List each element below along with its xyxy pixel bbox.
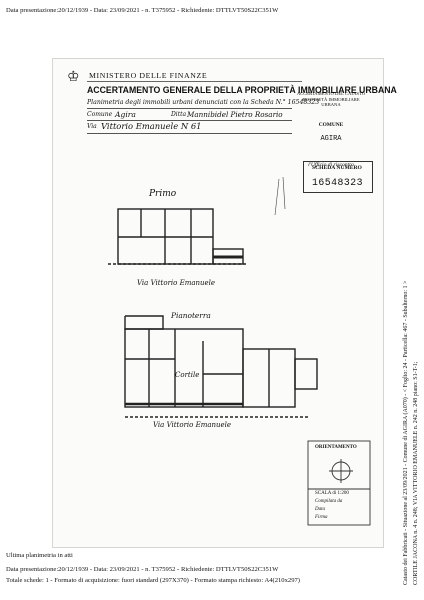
label-cortile: Cortile bbox=[175, 371, 200, 379]
right-side-caption: Catasto dei Fabbricati - Situazione al 2… bbox=[401, 145, 421, 585]
label-via-upper: Via Vittorio Emanuele bbox=[137, 279, 216, 287]
office-comune-value: AGIRA bbox=[320, 134, 342, 143]
ditta-value: Mannibidel Pietro Rosario bbox=[187, 110, 283, 119]
last-plan-label: Ultima planimetria in atti bbox=[6, 552, 73, 559]
rule-2 bbox=[87, 120, 292, 121]
sheet-title: ACCERTAMENTO GENERALE DELLA PROPRIETÀ IM… bbox=[87, 84, 397, 95]
ministry-title: MINISTERO DELLE FINANZE bbox=[89, 71, 208, 80]
floor-plan-drawing bbox=[108, 176, 371, 526]
stamp-title: SCHEDA NUMERO bbox=[312, 165, 362, 171]
emblem-icon: ♔ bbox=[67, 70, 80, 85]
footer-line-1: Data presentazione:20/12/1939 - Data: 23… bbox=[6, 566, 279, 573]
orientamento-label: ORIENTAMENTO bbox=[315, 445, 357, 450]
scala-label: SCALA di 1:200 bbox=[315, 491, 349, 496]
title-divider bbox=[87, 81, 302, 82]
riscontro-label: l'Ufficio di riscontro bbox=[308, 161, 354, 168]
scheda-stamp: SCHEDA NUMERO 16548323 bbox=[303, 161, 373, 193]
firma-label: Firma bbox=[315, 515, 328, 520]
right-caption-line-2: CORTILE JACONA n. 4 n. 248; VIA VITTORIO… bbox=[413, 361, 419, 585]
rule-1 bbox=[87, 108, 292, 109]
data-label: Data bbox=[315, 507, 325, 512]
ground-plan-outline bbox=[124, 328, 244, 408]
stamp-number: 16548323 bbox=[312, 177, 364, 188]
label-pianoterra: Pianoterra bbox=[171, 311, 211, 320]
planimetria-sheet: ♔ MINISTERO DELLE FINANZE ACCERTAMENTO G… bbox=[52, 58, 397, 548]
label-via-lower: Via Vittorio Emanuele bbox=[153, 421, 232, 429]
planimetria-label: Planimetria degli immobili urbani denunc… bbox=[87, 99, 320, 106]
office-line-2: PROPRIETÀ IMMOBILIARE URBANA bbox=[302, 96, 360, 108]
comune-value: Agira bbox=[115, 110, 136, 119]
via-label: Via bbox=[87, 123, 97, 130]
office-line-1: ACCERTAMENTO DEL CATASTO bbox=[296, 91, 366, 96]
right-caption-line-1: Catasto dei Fabbricati - Situazione al 2… bbox=[403, 280, 409, 585]
label-primo: Primo bbox=[149, 189, 177, 199]
ditta-label: Ditta bbox=[171, 111, 187, 118]
rule-3 bbox=[87, 133, 292, 134]
office-comune: COMUNE bbox=[318, 122, 344, 129]
via-value: Vittorio Emanuele N 61 bbox=[101, 121, 202, 131]
compilata-label: Compilata da bbox=[315, 499, 343, 504]
comune-label: Comune bbox=[87, 111, 113, 118]
header-line: Data presentazione:20/12/1939 - Data: 23… bbox=[6, 7, 279, 14]
office-box: ACCERTAMENTO DEL CATASTO PROPRIETÀ IMMOB… bbox=[293, 91, 369, 169]
legend-box bbox=[307, 440, 371, 526]
footer-line-2: Totale schede: 1 - Formato di acquisizio… bbox=[6, 577, 300, 584]
